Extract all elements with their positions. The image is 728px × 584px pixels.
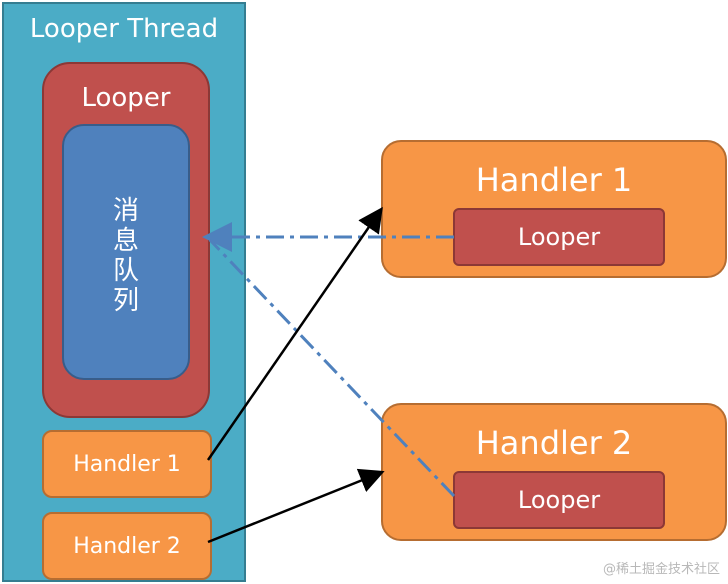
handler-1-title: Handler 1	[475, 161, 633, 199]
handler-2-box: Handler 2 Looper	[381, 403, 727, 541]
handler-2-looper: Looper	[453, 471, 665, 529]
handler-1-looper: Looper	[453, 208, 665, 266]
looper-box: Looper 消 息 队 列	[42, 62, 210, 418]
thread-handler-1: Handler 1	[42, 430, 212, 498]
looper-thread-container: Looper Thread Looper 消 息 队 列 Handler 1 H…	[2, 2, 246, 582]
message-queue: 消 息 队 列	[62, 124, 190, 380]
handler-2-title: Handler 2	[475, 424, 633, 462]
message-queue-label: 消 息 队 列	[112, 196, 139, 316]
looper-thread-title: Looper Thread	[29, 14, 219, 44]
watermark: @稀土掘金技术社区	[602, 562, 720, 577]
handler-1-box: Handler 1 Looper	[381, 140, 727, 278]
thread-handler-2: Handler 2	[42, 512, 212, 580]
looper-title: Looper	[81, 83, 171, 113]
